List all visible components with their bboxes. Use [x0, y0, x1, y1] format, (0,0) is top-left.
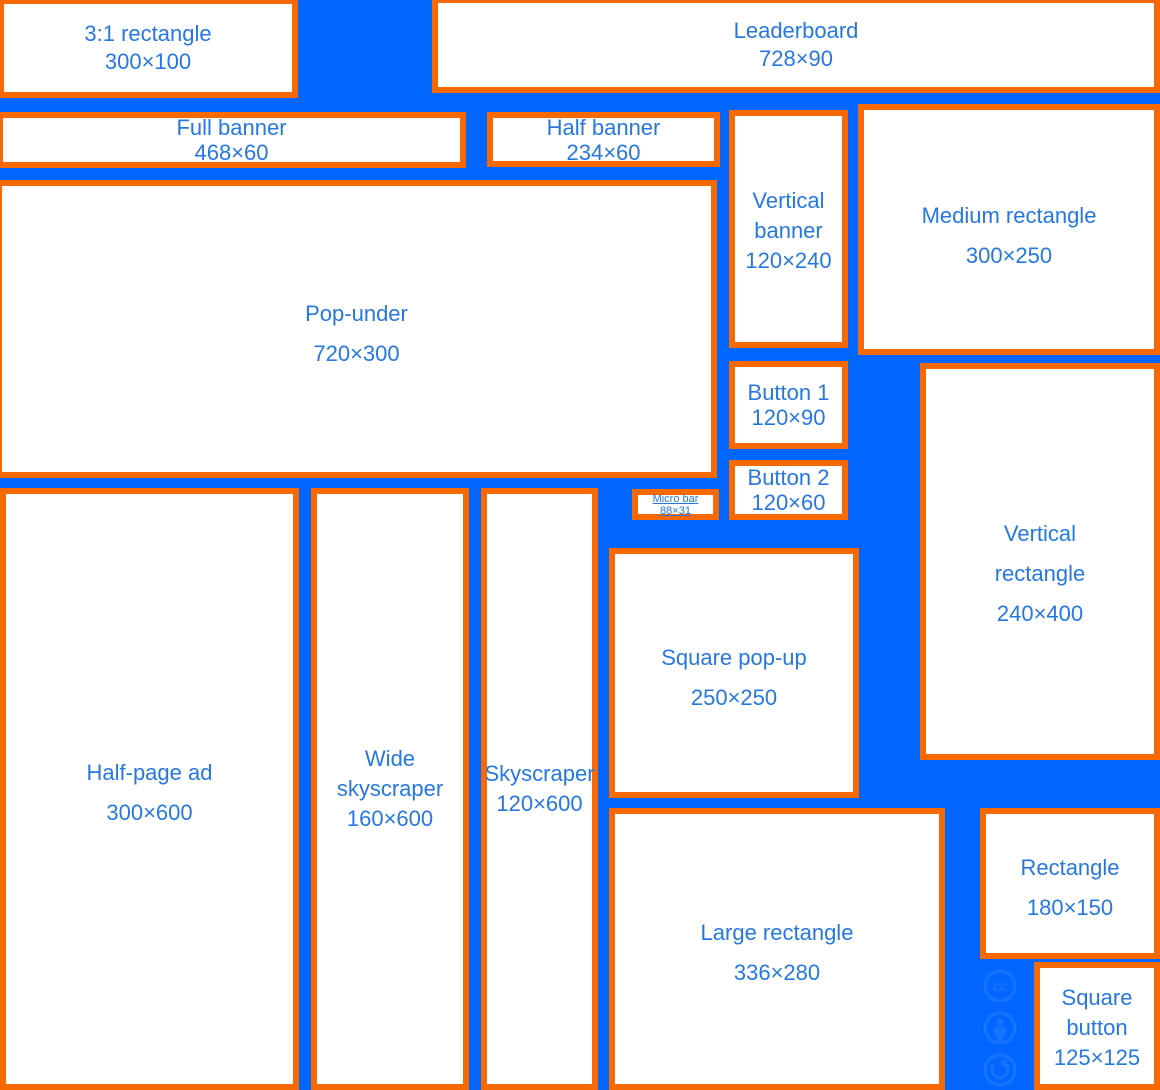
square-pop-up-box: Square pop-up 250×250 — [609, 548, 859, 798]
vertical-banner-box: Vertical banner 120×240 — [729, 110, 848, 348]
square-button-label-line: Square — [1061, 985, 1133, 1010]
full-banner-label-line: 468×60 — [194, 140, 269, 165]
square-pop-up-label-line: Square pop-up — [661, 645, 807, 670]
pop-under-label-line: Pop-under — [305, 301, 408, 326]
square-button-box: Square button 125×125 — [1034, 962, 1160, 1090]
three-one-rectangle-box: 3:1 rectangle 300×100 — [0, 0, 298, 98]
leaderboard-label: Leaderboard 728×90 — [734, 17, 859, 73]
half-page-ad-label-line: 300×600 — [106, 800, 193, 825]
large-rectangle-box: Large rectangle 336×280 — [609, 808, 945, 1090]
vertical-banner-label-line: 120×240 — [745, 248, 832, 273]
micro-bar-label-line: 88×31 — [660, 504, 691, 517]
micro-bar-label-line: Micro bar — [652, 492, 699, 505]
button-2-label-line: 120×60 — [751, 490, 826, 515]
medium-rectangle-label: Medium rectangle 300×250 — [922, 196, 1097, 276]
wide-skyscraper-label-line: 160×600 — [346, 806, 434, 831]
button-1-label-line: Button 1 — [747, 380, 830, 405]
square-pop-up-label: Square pop-up 250×250 — [661, 638, 807, 718]
vertical-rectangle-box: Vertical rectangle 240×400 — [920, 363, 1160, 760]
square-button-label: Square button 125×125 — [1054, 983, 1140, 1073]
attribution-icon — [982, 1010, 1018, 1046]
pop-under-label: Pop-under 720×300 — [305, 294, 408, 374]
square-button-label-line: button — [1066, 1015, 1128, 1040]
wide-skyscraper-label-line: skyscraper — [336, 776, 444, 801]
skyscraper-label-line: Skyscraper — [484, 761, 595, 786]
square-pop-up-label-line: 250×250 — [690, 685, 778, 710]
vertical-rectangle-label-line: 240×400 — [996, 600, 1084, 626]
wide-skyscraper-label: Wide skyscraper 160×600 — [337, 744, 443, 834]
share-alike-icon — [982, 1052, 1018, 1088]
vertical-rectangle-label: Vertical rectangle 240×400 — [995, 514, 1086, 634]
skyscraper-box: Skyscraper 120×600 — [481, 488, 598, 1090]
medium-rectangle-label-line: Medium rectangle — [921, 202, 1097, 228]
square-button-label-line: 125×125 — [1053, 1045, 1141, 1070]
vertical-rectangle-label-line: Vertical — [1003, 520, 1077, 546]
half-page-ad-label: Half-page ad 300×600 — [87, 753, 213, 833]
leaderboard-label-line: 728×90 — [758, 46, 834, 71]
half-page-ad-label-line: Half-page ad — [86, 760, 213, 785]
skyscraper-label-line: 120×600 — [496, 791, 583, 816]
creative-commons-icon: cc — [982, 968, 1018, 1004]
rectangle-label-line: Rectangle — [1020, 854, 1120, 880]
half-page-ad-box: Half-page ad 300×600 — [0, 488, 299, 1090]
rectangle-label: Rectangle 180×150 — [1020, 848, 1119, 928]
vertical-rectangle-label-line: rectangle — [994, 560, 1086, 586]
svg-text:cc: cc — [993, 979, 1009, 996]
rectangle-box: Rectangle 180×150 — [980, 808, 1160, 959]
three-one-rectangle-label-line: 3:1 rectangle — [84, 21, 212, 46]
wide-skyscraper-label-line: Wide — [364, 746, 416, 771]
leaderboard-label-line: Leaderboard — [733, 18, 859, 43]
vertical-banner-label: Vertical banner 120×240 — [745, 186, 831, 276]
pop-under-box: Pop-under 720×300 — [0, 180, 717, 478]
medium-rectangle-label-line: 300×250 — [965, 242, 1053, 268]
button-2-label-line: Button 2 — [747, 465, 830, 490]
large-rectangle-label: Large rectangle 336×280 — [701, 913, 854, 993]
pop-under-label-line: 720×300 — [313, 341, 400, 366]
half-banner-label-line: 234×60 — [566, 139, 641, 165]
rectangle-label-line: 180×150 — [1026, 894, 1114, 920]
three-one-rectangle-label: 3:1 rectangle 300×100 — [84, 20, 211, 76]
medium-rectangle-box: Medium rectangle 300×250 — [858, 104, 1160, 355]
three-one-rectangle-label-line: 300×100 — [104, 49, 192, 74]
vertical-banner-label-line: banner — [754, 218, 823, 243]
vertical-banner-label-line: Vertical — [752, 188, 825, 213]
leaderboard-box: Leaderboard 728×90 — [432, 0, 1160, 93]
skyscraper-label: Skyscraper 120×600 — [484, 759, 594, 819]
wide-skyscraper-box: Wide skyscraper 160×600 — [311, 488, 469, 1090]
large-rectangle-label-line: 336×280 — [733, 960, 821, 985]
half-banner-label-line: Half banner — [546, 114, 661, 140]
button-1-label-line: 120×90 — [751, 405, 826, 430]
full-banner-label-line: Full banner — [176, 115, 287, 140]
large-rectangle-label-line: Large rectangle — [700, 920, 854, 945]
